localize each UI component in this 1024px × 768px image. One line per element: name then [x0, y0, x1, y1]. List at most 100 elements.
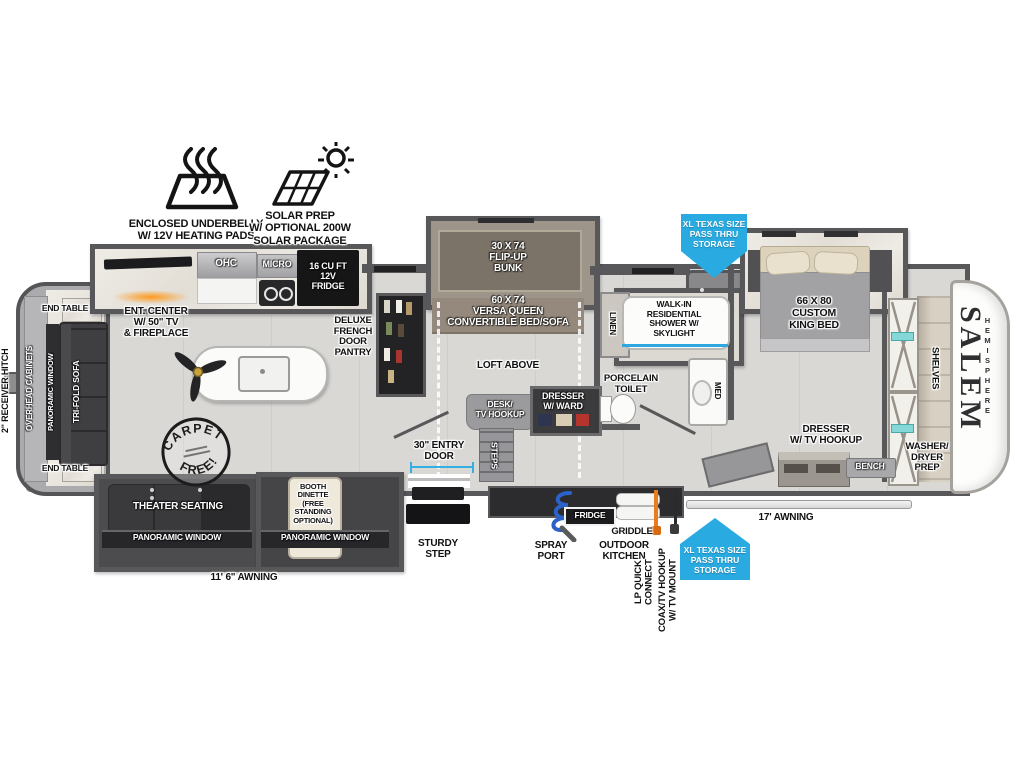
bunk-slide-handle [478, 218, 534, 223]
fridge-label: 16 CU FT 12V FRIDGE [309, 261, 347, 292]
pantry-item-7 [396, 350, 402, 363]
closet-wall [882, 284, 887, 482]
sturdy-step-lower [406, 504, 470, 524]
sofa-window-band [46, 324, 59, 460]
washer-dryer-label: WASHER/ DRYER PREP [905, 441, 949, 474]
brand-name: SALEM [954, 306, 987, 433]
bath-sink [692, 380, 712, 406]
entry-door-label: 30" ENTRY DOOR [413, 440, 465, 463]
front-awning-label: 17' AWNING [758, 512, 814, 523]
versa-queen-label: 60 X 74 VERSA QUEEN CONVERTIBLE BED/SOFA [447, 295, 569, 329]
bed-slide-window-right [824, 231, 858, 237]
dresser-slot-right [816, 464, 840, 473]
outdoor-fridge-box [564, 507, 616, 526]
end-table-top-label: END TABLE [41, 303, 89, 313]
theater-seating [108, 484, 250, 534]
entry-threshold [408, 478, 470, 481]
barn-door-bottom [888, 392, 919, 486]
front-awning-bar [686, 500, 912, 509]
steps-label: STEPS [489, 441, 500, 469]
tri-fold-sofa [59, 322, 108, 466]
toilet-bowl [610, 394, 636, 424]
theater-cupholder-1 [150, 488, 154, 492]
bench [846, 458, 896, 478]
ward-clothes-cream [556, 414, 572, 426]
theater-window-band [102, 530, 252, 548]
theater-cupholder-2 [150, 496, 154, 500]
rear-awning-label: 11' 6" AWNING [210, 572, 278, 583]
versa-queen-bed [432, 298, 584, 334]
entry-door-gap [408, 474, 470, 488]
heating-pads-icon [165, 147, 239, 210]
king-bed-foot [760, 338, 870, 352]
pantry-item-6 [384, 348, 390, 361]
bench-label: BENCH [855, 461, 885, 471]
receiver-hitch-label: 2" RECEIVER HITCH [0, 348, 10, 434]
bath-window [632, 268, 674, 274]
solar-prep-icon [272, 142, 354, 206]
dresser-slot-left [784, 464, 808, 473]
theater-seating-label: THEATER SEATING [133, 501, 223, 512]
closet-shelves [917, 296, 953, 482]
barn-door-glass-bottom [891, 424, 914, 433]
kitchen-window [374, 266, 416, 272]
lp-quick-connect-valve [651, 526, 661, 535]
shower-glass [622, 344, 728, 347]
lp-quick-connect-line [654, 490, 658, 532]
pillow-left [765, 250, 811, 276]
entry-door-dimension-bar [412, 466, 472, 468]
shelves-label: SHELVES [929, 346, 941, 390]
ceiling-fan-icon [174, 352, 227, 402]
toilet-label: PORCELAIN TOILET [603, 373, 659, 395]
overhead-cabinets-label: OVERHEAD CABINETS [25, 345, 34, 431]
bed-slide-window-left [762, 231, 796, 237]
bath-bottom-wall [598, 424, 640, 430]
spray-port-hose-icon [551, 491, 577, 542]
sturdy-step-upper [412, 487, 464, 500]
ward-clothes-red [576, 414, 589, 426]
griddle-top [616, 493, 660, 506]
ward-clothes-navy [538, 414, 552, 426]
end-table-bottom-label: END TABLE [41, 463, 89, 473]
micro-label: MICRO [262, 259, 292, 269]
pantry-label: DELUXE FRENCH DOOR PANTRY [333, 315, 373, 358]
pantry-item-3 [406, 302, 412, 315]
med-label: MED [712, 382, 722, 400]
flip-up-bunk [438, 230, 582, 292]
griddle-bottom [616, 506, 660, 520]
theater-cupholder-3 [198, 488, 202, 492]
kitchen-counter [197, 278, 257, 304]
sink-faucet [260, 369, 265, 374]
bedroom-dresser-label: DRESSER W/ TV HOOKUP [789, 424, 863, 447]
entry-door-dimension [410, 462, 474, 473]
desk-label: DESK/ TV HOOKUP [475, 399, 525, 419]
ent-center-label: ENT. CENTER W/ 50" TV & FIREPLACE [123, 306, 189, 340]
pantry-item-5 [398, 324, 404, 337]
outdoor-fridge-label: FRIDGE [574, 510, 606, 520]
pillow-right [813, 250, 859, 276]
coax-connector [670, 524, 679, 534]
pass-thru-arrow-bottom-label: XL TEXAS SIZE PASS THRU STORAGE [683, 544, 747, 576]
shower-pan [622, 296, 730, 350]
island-sink [238, 356, 290, 392]
nightstand-right [868, 250, 892, 292]
pantry-item-1 [384, 300, 390, 313]
pantry-item-2 [396, 300, 402, 313]
pass-thru-arrow-top-label: XL TEXAS SIZE PASS THRU STORAGE [682, 218, 746, 250]
pantry-item-4 [386, 322, 392, 335]
panoramic-window-theater-label: PANORAMIC WINDOW [132, 532, 222, 542]
spray-port-label: SPRAY PORT [534, 540, 568, 563]
barn-door-glass-top [891, 332, 914, 341]
barn-door-top [888, 298, 919, 392]
bath-left-wall [594, 268, 600, 392]
coax-cable [674, 492, 677, 528]
panoramic-window-sofa-label: PANORAMIC WINDOW [46, 353, 55, 431]
griddle-label: GRIDDLE [611, 526, 653, 537]
barn-door-top-x [890, 301, 917, 389]
nightstand-left [748, 250, 761, 292]
compartment-latch-left [700, 288, 704, 292]
sturdy-step-label: STURDY STEP [418, 538, 458, 561]
king-bed-label: 66 X 80 CUSTOM KING BED [789, 295, 839, 331]
bath-bedroom-wall [728, 268, 734, 420]
